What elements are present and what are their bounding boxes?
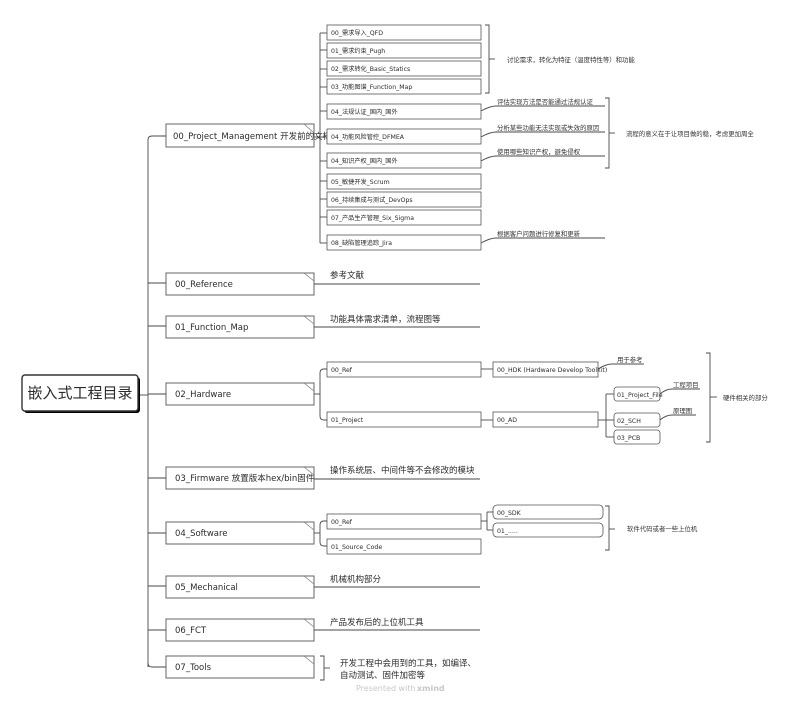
topic-label: 04_Software	[175, 529, 228, 539]
topic-reference[interactable]: 00_Reference	[165, 272, 315, 296]
topic-label: 07_Tools	[175, 663, 212, 673]
pm-item[interactable]: 04_知识产权_国内_国外	[331, 157, 398, 165]
watermark-prefix: Presented with	[356, 684, 416, 693]
pm-item[interactable]: 03_功能图谱_Function_Map	[331, 83, 412, 91]
pm-item[interactable]: 06_持续集成与测试_DevOps	[331, 196, 413, 204]
watermark-brand: xmind	[417, 684, 445, 693]
note-mechanical: 机械机构部分	[330, 574, 382, 585]
pm-item[interactable]: 04_功能风险管控_DFMEA	[331, 133, 405, 141]
pm-item[interactable]: 08_缺陷管理追踪_Jira	[331, 239, 392, 247]
hardware-pcb[interactable]: 03_PCB	[617, 435, 640, 442]
topic-label: 02_Hardware	[175, 390, 231, 400]
pm-note-dfmea: 分析某些功能无法实现或失效的原因	[497, 123, 599, 132]
topic-label: 01_Function_Map	[175, 323, 248, 333]
pm-item[interactable]: 04_法规认证_国内_国外	[331, 108, 398, 116]
topic-label: 05_Mechanical	[175, 583, 238, 593]
pm-item[interactable]: 07_产品生产管理_Six_Sigma	[331, 214, 414, 222]
software-boxes	[326, 504, 604, 555]
topic-firmware[interactable]: 03_Firmware 放置版本hex/bin固件	[165, 466, 315, 490]
topic-label: 06_FCT	[175, 626, 207, 636]
pm-item-boxes	[326, 24, 482, 251]
software-sdk[interactable]: 00_SDK	[497, 510, 522, 517]
topic-hardware[interactable]: 02_Hardware	[165, 382, 315, 406]
topic-label: 03_Firmware 放置版本hex/bin固件	[175, 473, 315, 484]
software-summary: 软件代码或者一些上位机	[627, 524, 698, 533]
root-node[interactable]: 嵌入式工程目录	[21, 374, 140, 413]
pm-item[interactable]: 02_需求转化_Basic_Statics	[331, 65, 410, 73]
hardware-hdk-note: 用于参考	[617, 355, 643, 364]
pm-item[interactable]: 00_需求导入_QFD	[331, 29, 383, 37]
pm-note-ip: 使用哪些知识产权，避免侵权	[497, 147, 581, 156]
topic-software[interactable]: 04_Software	[165, 521, 315, 545]
software-ref[interactable]: 00_Ref	[331, 519, 353, 526]
root-title: 嵌入式工程目录	[27, 384, 132, 402]
software-other[interactable]: 01_.....	[497, 528, 518, 535]
hardware-sch-note: 原理图	[673, 407, 692, 415]
note-reference: 参考文献	[330, 270, 365, 281]
hardware-project-file[interactable]: 01_Project_File	[617, 392, 663, 399]
note-firmware: 操作系统层、中间件等不会修改的模块	[330, 465, 475, 476]
note-tools-line2: 自动测试、固件加密等	[340, 670, 426, 681]
hardware-project-file-note: 工程项目	[673, 380, 699, 389]
topic-tools[interactable]: 07_Tools	[165, 655, 315, 679]
hardware-ref[interactable]: 00_Ref	[331, 367, 353, 374]
connectors	[140, 24, 717, 681]
note-function-map: 功能具体需求清单，流程图等	[330, 314, 441, 325]
software-source-code[interactable]: 01_Source_Code	[331, 544, 382, 551]
topic-fct[interactable]: 06_FCT	[165, 618, 315, 642]
hardware-ad[interactable]: 00_AD	[497, 417, 517, 424]
note-fct: 产品发布后的上位机工具	[330, 617, 424, 628]
pm-note-jira: 根据客户问题进行修复和更新	[497, 229, 581, 238]
hardware-boxes	[326, 361, 661, 445]
topic-function-map[interactable]: 01_Function_Map	[165, 315, 315, 339]
pm-item[interactable]: 01_需求约束_Pugh	[331, 47, 385, 55]
topic-mechanical[interactable]: 05_Mechanical	[165, 575, 315, 599]
pm-note-regulation: 评估实现方法是否能通过法规认证	[497, 97, 593, 106]
hardware-summary: 硬件相关的部分	[723, 393, 768, 402]
pm-note-process: 流程的意义在于让项目做的稳，考虑更加周全	[626, 129, 754, 138]
topic-project-management[interactable]: 00_Project_Management 开发前的文档	[165, 123, 331, 148]
hardware-project[interactable]: 01_Project	[331, 417, 364, 424]
topic-label: 00_Reference	[175, 280, 233, 290]
topic-label: 00_Project_Management 开发前的文档	[173, 131, 331, 142]
hardware-sch[interactable]: 02_SCH	[617, 418, 641, 425]
hardware-hdk[interactable]: 00_HDK (Hardware Develop Toolkit)	[497, 367, 607, 374]
pm-note-requirements: 讨论需求，转化为特征（温度特性等）和功能	[507, 55, 635, 64]
watermark: Presented with xmind	[356, 684, 445, 693]
pm-item[interactable]: 05_敏捷开发_Scrum	[331, 178, 390, 186]
note-tools-line1: 开发工程中会用到的工具，如编译、	[340, 658, 476, 669]
